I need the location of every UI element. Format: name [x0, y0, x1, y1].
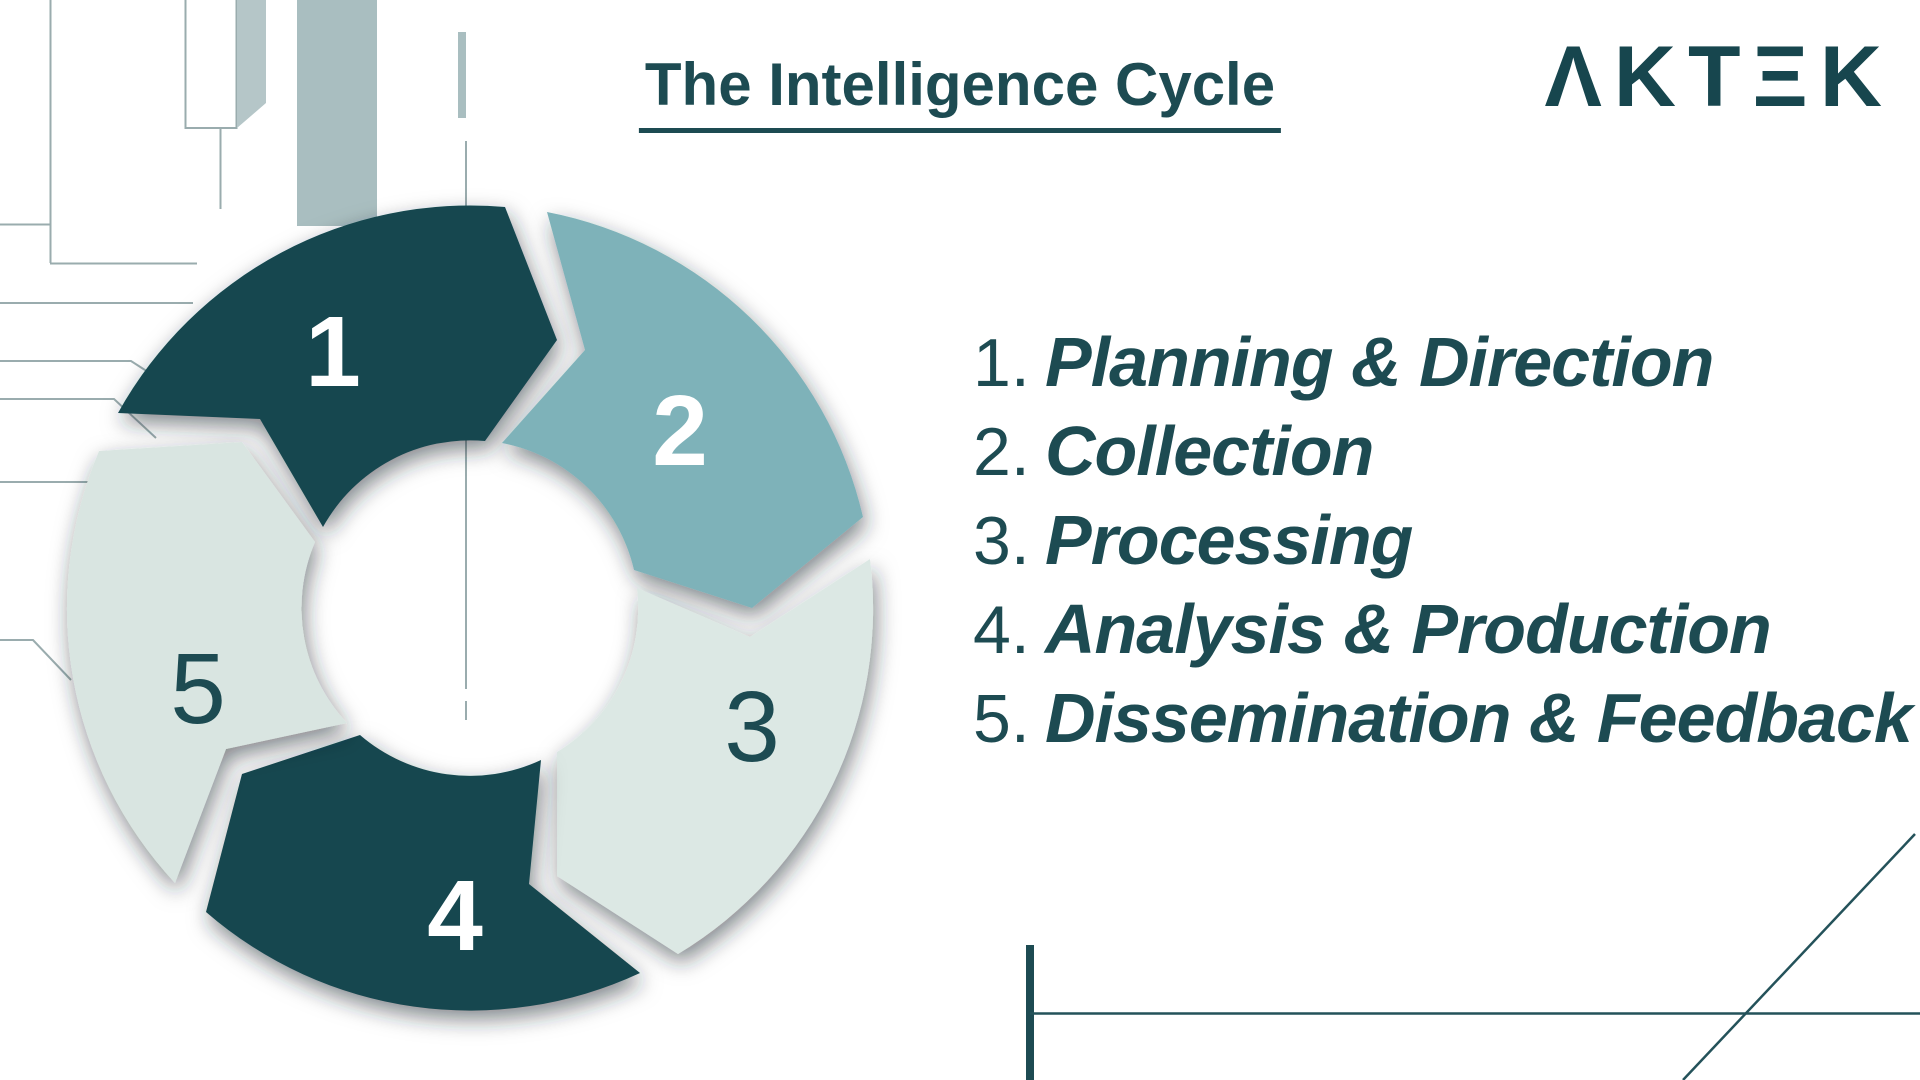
segment-number-1: 1 — [305, 296, 361, 408]
aktek-logo: ΛKTΞK — [1544, 29, 1894, 125]
segment-number-5: 5 — [170, 633, 226, 745]
step-number: 1. — [973, 325, 1030, 401]
step-label: Dissemination & Feedback — [1045, 679, 1913, 757]
grey-bar — [297, 0, 377, 226]
page-title: The Intelligence Cycle — [638, 50, 1282, 133]
segment-number-3: 3 — [724, 671, 780, 783]
diagonal-line — [1682, 833, 1916, 1080]
segment-number-2: 2 — [652, 375, 708, 487]
step-label: Processing — [1045, 501, 1413, 579]
cycle-segment-5 — [66, 442, 347, 883]
cycle-diagram: 1 2 3 4 5 — [66, 205, 874, 1011]
list-item: 4. Analysis & Production — [973, 585, 1912, 674]
step-label: Collection — [1045, 412, 1374, 490]
list-item: 2. Collection — [973, 407, 1912, 496]
grey-bar-small — [458, 32, 466, 118]
step-number: 3. — [973, 503, 1030, 579]
cycle-segment-1 — [118, 205, 557, 527]
step-number: 4. — [973, 592, 1030, 668]
cycle-segment-3 — [557, 559, 874, 954]
cycle-segment-4 — [206, 735, 640, 1011]
step-list: 1. Planning & Direction 2. Collection 3.… — [973, 318, 1913, 763]
step-label: Planning & Direction — [1045, 323, 1714, 401]
outlined-rectangle — [184, 0, 238, 129]
cycle-segment-2 — [502, 212, 863, 608]
list-item: 5. Dissemination & Feedback — [973, 674, 1913, 763]
step-label: Analysis & Production — [1045, 590, 1772, 668]
list-item: 3. Processing — [973, 496, 1912, 585]
segment-number-4: 4 — [427, 860, 483, 972]
step-number: 5. — [973, 681, 1030, 757]
rectangle-side-shade — [237, 0, 266, 128]
circuit-line — [0, 639, 72, 681]
list-item: 1. Planning & Direction — [973, 318, 1912, 407]
corner-decoration — [1026, 833, 1920, 1080]
circuit-line — [0, 398, 157, 439]
step-number: 2. — [973, 414, 1030, 490]
circuit-line — [0, 360, 160, 380]
